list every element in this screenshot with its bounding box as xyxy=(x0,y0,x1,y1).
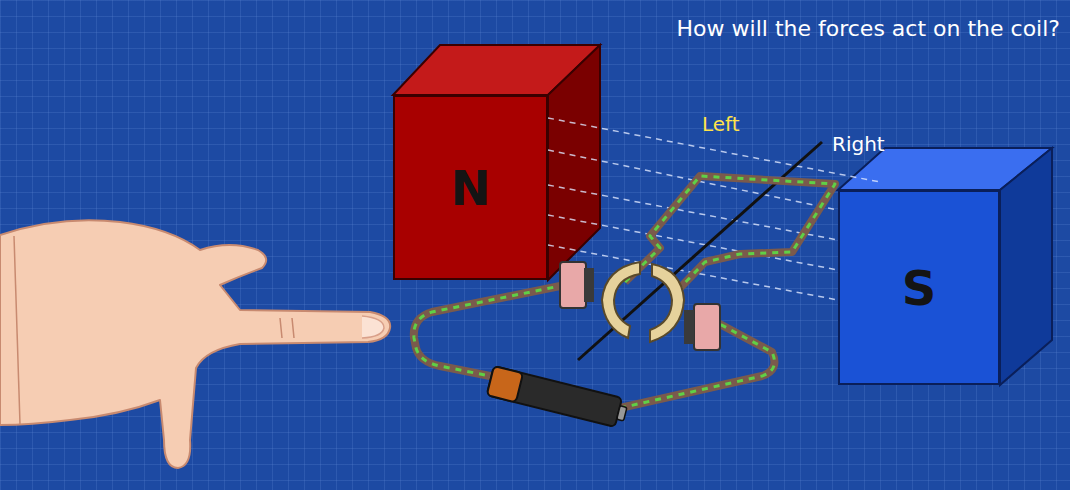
circuit-stripe xyxy=(414,285,775,408)
north-magnet: N xyxy=(393,95,548,280)
knuckle-lines xyxy=(280,318,294,338)
fingernail xyxy=(362,316,384,338)
brush xyxy=(560,262,586,308)
south-magnet: S xyxy=(838,190,1000,385)
magnet-side xyxy=(548,45,600,280)
direction-label: Right xyxy=(832,132,885,156)
brush-carbon xyxy=(584,268,594,302)
battery xyxy=(487,366,629,429)
magnet-side xyxy=(1000,148,1052,385)
battery-terminal xyxy=(617,406,627,421)
wrist-line xyxy=(14,236,20,424)
circuit-wire xyxy=(414,285,775,408)
battery-cap xyxy=(487,366,523,402)
circuit xyxy=(414,285,775,408)
magnet-pole-letter: S xyxy=(902,260,937,316)
commutator xyxy=(602,262,684,342)
brush xyxy=(694,304,720,350)
south-magnet-faces xyxy=(838,148,1052,385)
commutator-half xyxy=(602,262,640,338)
field-lines xyxy=(548,118,880,300)
hand-shape xyxy=(0,220,390,468)
diagram-title: How will the forces act on the coil? xyxy=(677,16,1060,41)
magnet-pole-letter: N xyxy=(450,160,490,216)
brushes xyxy=(560,262,720,350)
hand xyxy=(0,220,390,468)
commutator-half xyxy=(650,264,684,342)
direction-label: Left xyxy=(702,112,740,136)
field-line xyxy=(548,185,838,240)
brush-carbon xyxy=(684,310,694,344)
north-magnet-faces xyxy=(393,45,600,280)
battery-body xyxy=(487,366,622,427)
